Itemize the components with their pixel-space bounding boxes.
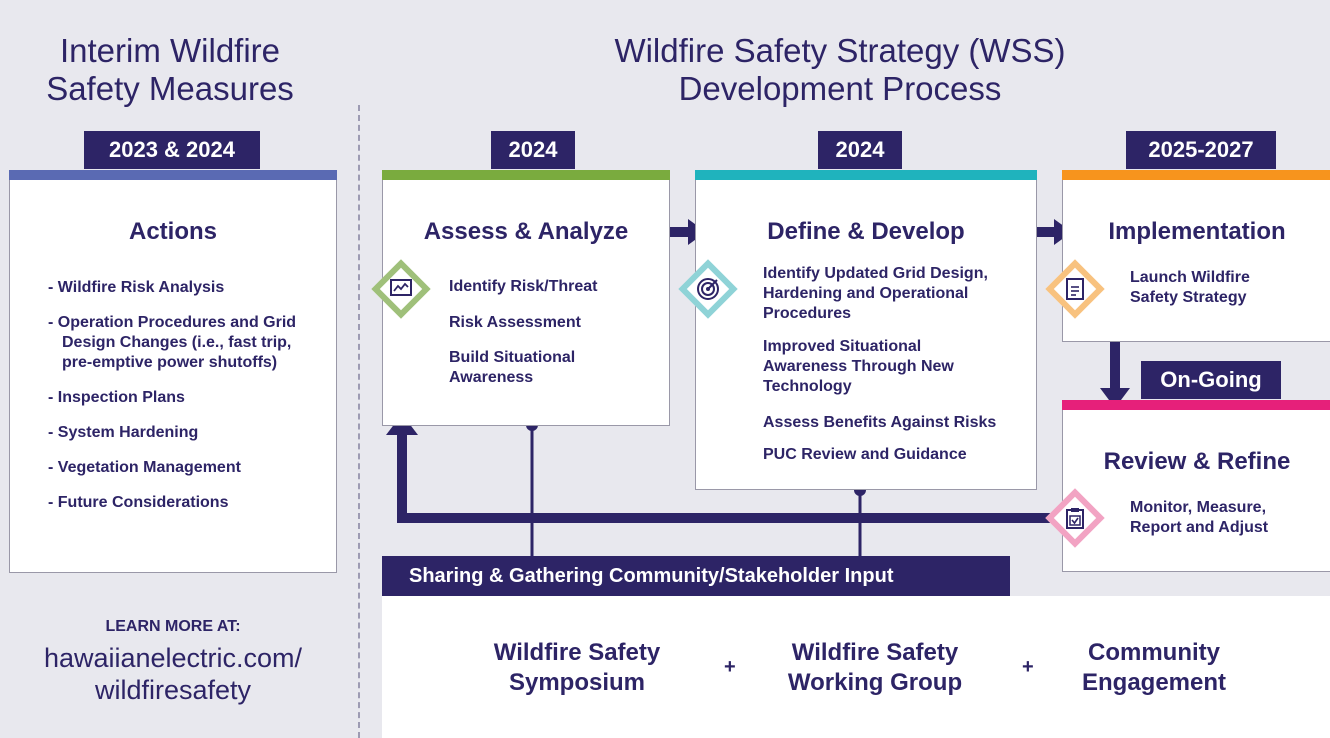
community-item-line: Wildfire Safety <box>493 639 661 666</box>
community-input-bar: Sharing & Gathering Community/Stakeholde… <box>382 556 1010 596</box>
actions-card-bar <box>9 170 337 180</box>
review-title: Review & Refine <box>1103 448 1291 475</box>
learn-more-label: LEARN MORE AT: <box>105 618 241 635</box>
right-heading-line1: Wildfire Safety Strategy (WSS) <box>614 32 1066 69</box>
assess-item: Build Situational Awareness <box>449 349 576 386</box>
arrow-assess-to-define-shaft <box>670 227 690 237</box>
learn-more-url-line2: wildfiresafety <box>94 675 252 705</box>
left-year-tab: 2023 & 2024 <box>84 131 260 169</box>
assess-card-bar <box>382 170 670 180</box>
arrow-define-to-impl-shaft <box>1036 227 1056 237</box>
assess-item: Risk Assessment <box>449 314 581 331</box>
plus-sign: + <box>724 656 736 678</box>
implementation-card-bar <box>1062 170 1330 180</box>
target-icon <box>681 262 735 316</box>
assess-title: Assess & Analyze <box>423 218 629 245</box>
community-item-line: Symposium <box>508 669 646 696</box>
feedback-loop-vertical <box>397 430 407 523</box>
community-item-engagement: Community Engagement <box>1054 638 1254 698</box>
community-item-working-group: Wildfire Safety Working Group <box>750 638 1000 698</box>
left-heading-line2: Safety Measures <box>46 70 294 107</box>
document-icon <box>1048 262 1102 316</box>
action-item: Wildfire Risk Analysis <box>48 278 318 298</box>
implementation-item: Launch Wildfire Safety Strategy <box>1130 269 1250 306</box>
implementation-title: Implementation <box>1108 218 1286 245</box>
arrow-impl-to-review-shaft <box>1110 342 1120 392</box>
plus-sign: + <box>1022 656 1034 678</box>
right-heading: Wildfire Safety Strategy (WSS) Developme… <box>560 32 1120 108</box>
left-heading: Interim Wildfire Safety Measures <box>0 32 340 108</box>
column-divider <box>358 105 360 738</box>
action-item: Operation Procedures and Grid Design Cha… <box>48 313 318 373</box>
review-ongoing-tab: On-Going <box>1141 361 1281 399</box>
action-item: System Hardening <box>48 423 318 443</box>
review-card: Review & Refine Monitor, Measure, Report… <box>1062 400 1330 572</box>
action-item: Future Considerations <box>48 493 318 513</box>
define-card-bar <box>695 170 1037 180</box>
define-card: Define & Develop Identify Updated Grid D… <box>695 170 1037 490</box>
community-item-symposium: Wildfire Safety Symposium <box>452 638 702 698</box>
community-item-line: Wildfire Safety <box>791 639 959 666</box>
review-item: Monitor, Measure, Report and Adjust <box>1130 499 1269 536</box>
implementation-year-tab: 2025-2027 <box>1126 131 1276 169</box>
community-item-line: Community <box>1088 639 1220 666</box>
feedback-loop-horizontal <box>397 513 1070 523</box>
community-item-line: Engagement <box>1081 669 1227 696</box>
actions-card: Actions Wildfire Risk Analysis Operation… <box>9 170 337 573</box>
right-heading-line2: Development Process <box>678 70 1002 107</box>
action-item: Inspection Plans <box>48 388 318 408</box>
chart-monitor-icon <box>374 262 428 316</box>
implementation-card: Implementation Launch Wildfire Safety St… <box>1062 170 1330 342</box>
assess-item: Identify Risk/Threat <box>449 278 598 295</box>
community-panel: Wildfire Safety Symposium + Wildfire Saf… <box>382 596 1330 738</box>
assess-year-tab: 2024 <box>491 131 575 169</box>
define-item: Assess Benefits Against Risks <box>763 414 997 431</box>
define-item: Identify Updated Grid Design, Hardening … <box>763 265 988 322</box>
actions-title: Actions <box>128 218 217 245</box>
learn-more-url-line1: hawaiianelectric.com/ <box>43 643 303 673</box>
actions-list: Wildfire Risk Analysis Operation Procedu… <box>48 278 318 528</box>
define-item: PUC Review and Guidance <box>763 446 967 463</box>
assess-card: Assess & Analyze Identify Risk/Threat Ri… <box>382 170 670 426</box>
community-item-line: Working Group <box>787 669 963 696</box>
learn-more-link[interactable]: hawaiianelectric.com/ wildfiresafety <box>0 642 346 706</box>
left-heading-line1: Interim Wildfire <box>59 32 281 69</box>
define-item: Improved Situational Awareness Through N… <box>763 338 954 395</box>
action-item: Vegetation Management <box>48 458 318 478</box>
define-year-tab: 2024 <box>818 131 902 169</box>
define-title: Define & Develop <box>767 218 965 245</box>
review-card-bar <box>1062 400 1330 410</box>
clipboard-check-icon <box>1048 491 1102 545</box>
arrow-impl-to-review-head <box>1100 388 1130 408</box>
